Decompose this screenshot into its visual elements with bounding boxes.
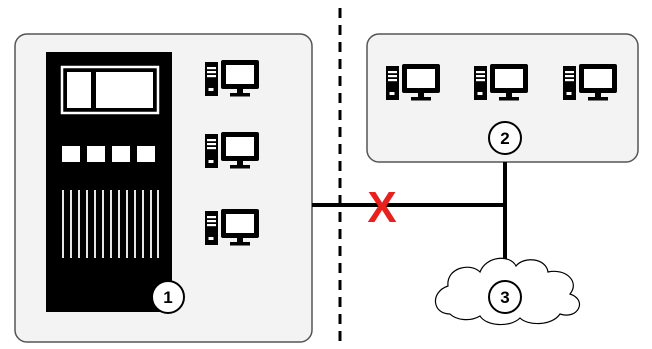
- callout-3: 3: [488, 280, 522, 314]
- callout-3-label: 3: [500, 288, 509, 307]
- callout-1-label: 1: [163, 288, 172, 307]
- callout-2-label: 2: [500, 129, 509, 148]
- callout-2: 2: [488, 121, 522, 155]
- server-cabinet-icon: [46, 52, 172, 312]
- disconnect-x-mark: X: [367, 183, 396, 232]
- callout-1: 1: [151, 280, 185, 314]
